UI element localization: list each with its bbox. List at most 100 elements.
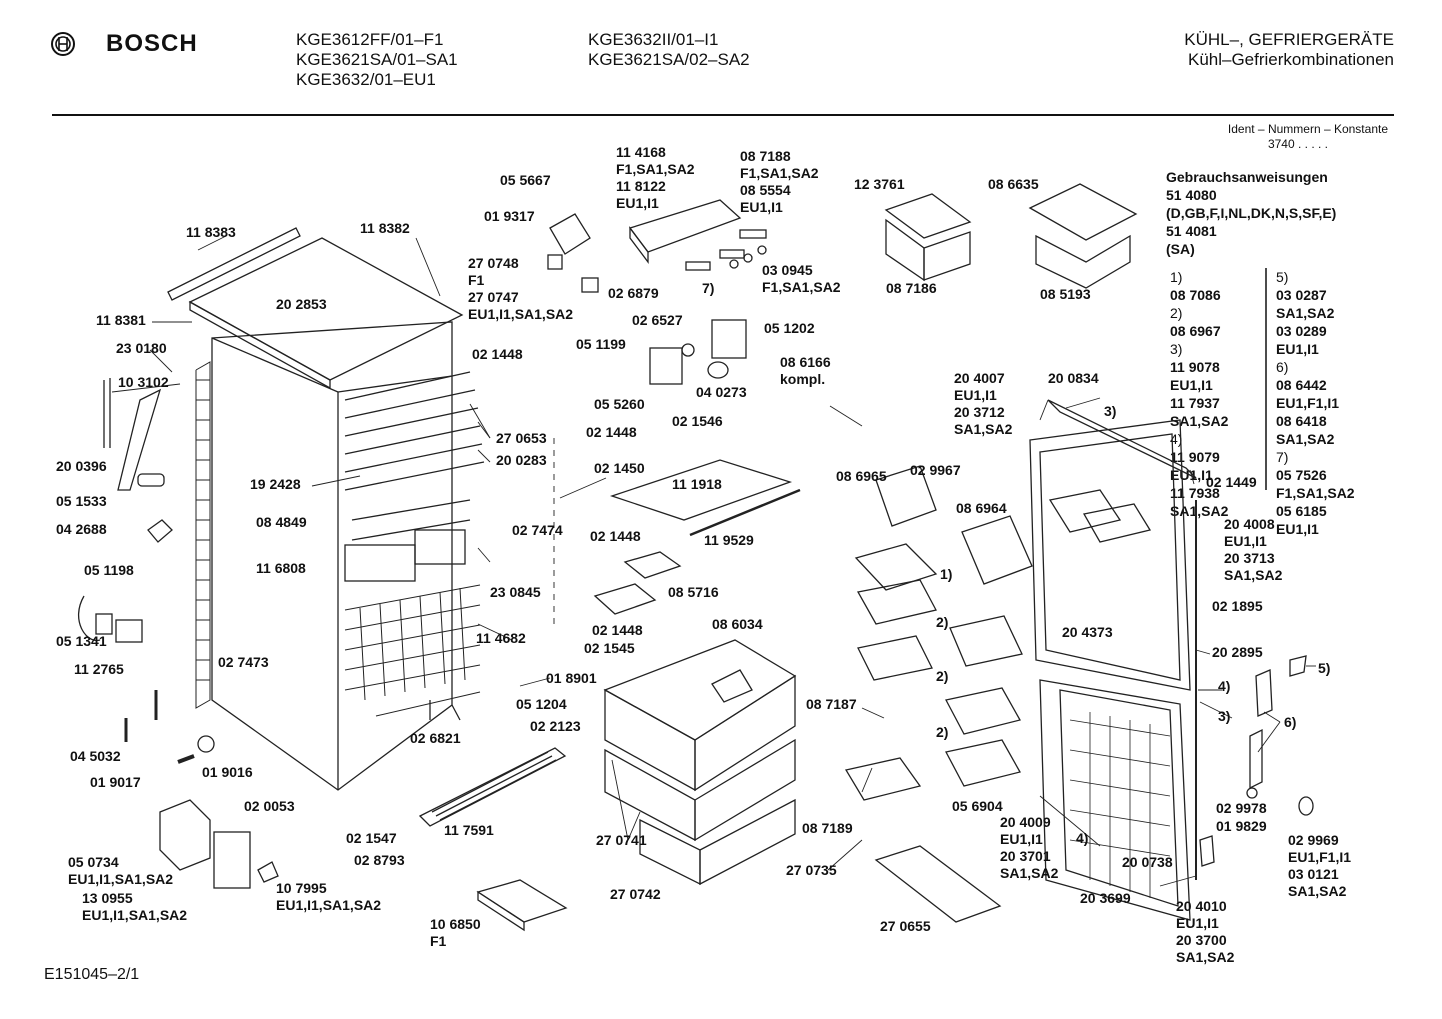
category-title: KÜHL–, GEFRIERGERÄTE (1184, 30, 1394, 49)
part-number-label: 02 1545 (584, 640, 635, 656)
part-number-label: 02 2123 (530, 718, 581, 734)
part-number-label: 20 0396 (56, 458, 107, 474)
part-number-label: 08 6964 (956, 500, 1007, 516)
part-number-label: 20 2895 (1212, 644, 1263, 660)
part-number-label: 05 1204 (516, 696, 567, 712)
header-rule (52, 114, 1394, 116)
leader-lines (111, 235, 1316, 887)
part-number-label: 20 0283 (496, 452, 547, 468)
part-number-label: 08 6635 (988, 176, 1039, 192)
variant-value: 11 7937 (1170, 395, 1220, 411)
variant-value: 11 9078 (1170, 359, 1220, 375)
part-number-label: 3) (1104, 403, 1117, 419)
part-number-label: 02 7474 (512, 522, 563, 538)
cabinet-shell (211, 321, 461, 791)
part-number-label: 08 7187 (806, 696, 857, 712)
part-number-label: 02 6527 (632, 312, 683, 328)
part-number-label: 27 0748 F1 27 0747 EU1,I1,SA1,SA2 (468, 255, 574, 322)
category-block: KÜHL–, GEFRIERGERÄTE Kühl–Gefrierkombina… (1184, 30, 1394, 70)
model-list-2: KGE3632II/01–I1 KGE3621SA/02–SA2 (588, 30, 750, 70)
part-number-label: 20 4010 EU1,I1 20 3700 SA1,SA2 (1176, 898, 1235, 965)
part-number-label: 12 3761 (854, 176, 905, 192)
ice-cube-tray (884, 193, 972, 282)
ident-value: 3740 . . . . . (1267, 137, 1328, 151)
part-number-label: 02 8793 (354, 852, 405, 868)
model-number: KGE3621SA/02–SA2 (588, 50, 750, 69)
variant-value: 05 7526 (1276, 467, 1327, 483)
ventilation-grille (418, 747, 567, 827)
part-number-label: 08 5716 (668, 584, 719, 600)
part-number-label: 02 1895 (1212, 598, 1263, 614)
part-number-label: 08 6965 (836, 468, 887, 484)
part-number-label: 08 4849 (256, 514, 307, 530)
part-number-label: 3) (1218, 708, 1231, 724)
glass-shelf (609, 459, 801, 537)
compressor-parts (159, 799, 279, 889)
variant-value: 05 6185 (1276, 503, 1327, 519)
part-number-label: 05 1198 (84, 562, 134, 578)
ice-tray (476, 879, 568, 932)
freezer-tray (1028, 183, 1138, 289)
part-number-label: 1) (940, 566, 953, 582)
thermostat-part (547, 213, 599, 293)
part-number-label: 11 4168 F1,SA1,SA2 11 8122 EU1,I1 (616, 144, 695, 211)
variant-value: 08 7086 (1170, 287, 1221, 303)
document-code: E151045–2/1 (44, 966, 140, 983)
part-number-label: 10 3102 (118, 374, 169, 390)
part-number-label: 02 1547 (346, 830, 397, 846)
part-number-label: 4) (1218, 678, 1231, 694)
model-number: KGE3632/01–EU1 (296, 70, 436, 89)
brand-block: BOSCH (44, 28, 214, 62)
part-number-label: 02 0053 (244, 798, 295, 814)
part-number-label: 05 0734 EU1,I1,SA1,SA2 (68, 854, 174, 887)
part-number-label: 01 8901 (546, 670, 597, 686)
part-number-label: 02 6821 (410, 730, 461, 746)
part-number-label: 08 7186 (886, 280, 937, 296)
category-subtitle: Kühl–Gefrierkombinationen (1187, 50, 1394, 69)
part-number-label: 04 0273 (696, 384, 747, 400)
manual-line: (SA) (1166, 241, 1195, 257)
variant-value: 08 6442 (1276, 377, 1327, 393)
control-panel (628, 199, 767, 271)
part-number-label: 27 0742 (610, 886, 661, 902)
part-number-label: 02 1449 (1206, 474, 1257, 490)
variant-value: EU1,I1 (1276, 341, 1319, 357)
part-number-label: 19 2428 (250, 476, 301, 492)
part-number-label: 02 9978 (1216, 800, 1267, 816)
part-number-label: 2) (936, 724, 949, 740)
bosch-logo-icon (51, 32, 75, 56)
part-number-label: 02 7473 (218, 654, 269, 670)
variant-value: 03 0287 (1276, 287, 1327, 303)
part-number-label: 2) (936, 668, 949, 684)
part-number-label: 20 0738 (1122, 854, 1173, 870)
manual-line: 51 4080 (1166, 187, 1217, 203)
part-number-label: 01 9829 (1216, 818, 1267, 834)
model-number: KGE3632II/01–I1 (588, 30, 719, 49)
variant-value: EU1,I1 (1276, 521, 1319, 537)
part-number-label: 08 7188 F1,SA1,SA2 08 5554 EU1,I1 (740, 148, 819, 215)
part-number-label: 11 8382 (360, 220, 410, 236)
part-number-label: 08 6166 kompl. (780, 354, 831, 387)
part-number-label: 02 6879 (608, 285, 659, 301)
part-number-label: 27 0653 (496, 430, 547, 446)
part-number-label: 11 8381 (96, 312, 146, 328)
variant-value: 08 6418 (1276, 413, 1327, 429)
fridge-doors (1029, 399, 1197, 921)
variant-key: 2) (1170, 305, 1183, 321)
part-number-label: 02 1448 (472, 346, 523, 362)
variant-value: 11 9079 (1170, 449, 1220, 465)
variant-entry: 1) 08 7086 (1170, 268, 1228, 304)
part-number-label: 23 0845 (490, 584, 541, 600)
part-number-label: 02 1448 (586, 424, 637, 440)
part-number-label: 08 5193 (1040, 286, 1091, 302)
variant-key: 1) (1170, 269, 1183, 285)
part-number-label: 01 9016 (202, 764, 253, 780)
variant-value: EU1,F1,I1 (1276, 395, 1340, 411)
part-number-label: 05 1202 (764, 320, 815, 336)
